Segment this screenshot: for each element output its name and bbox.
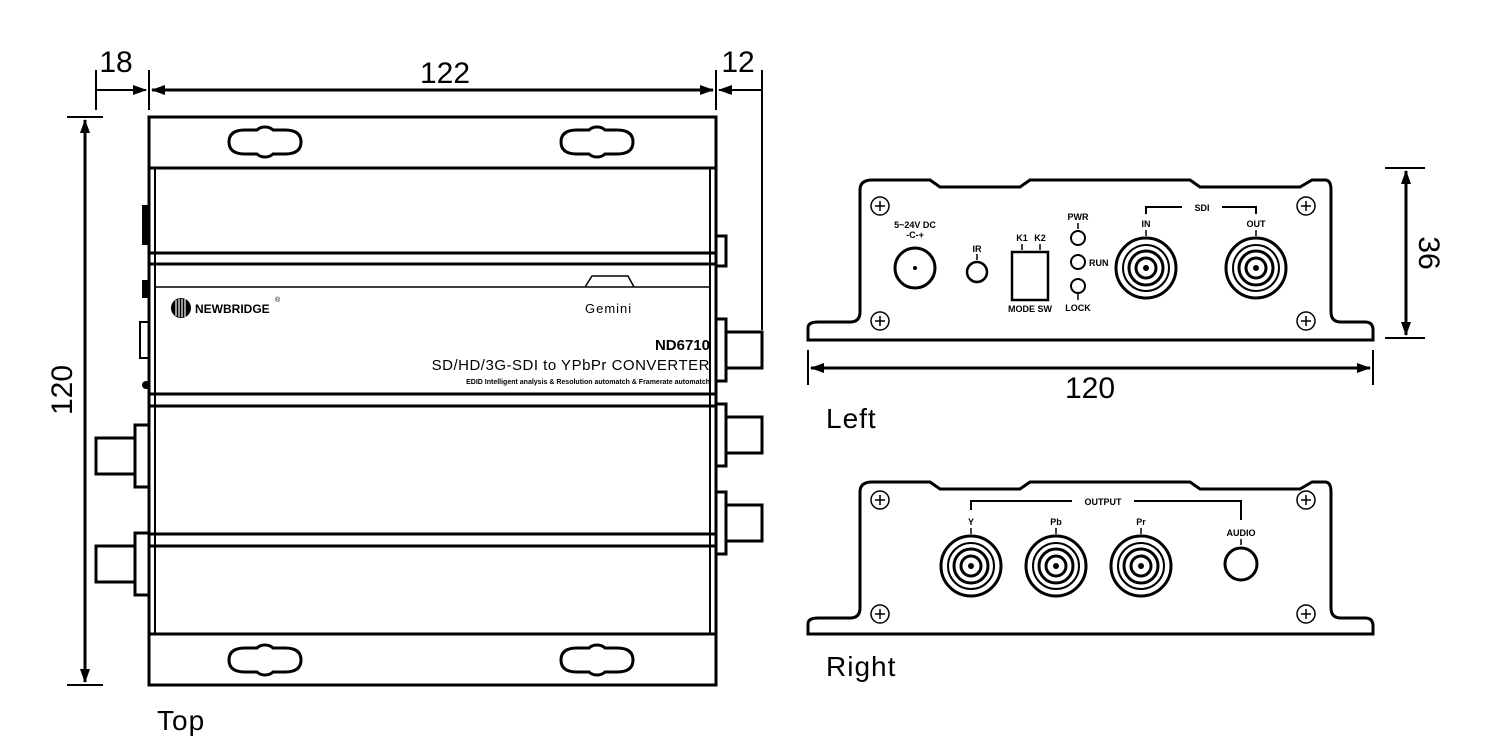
- pb-output-bnc: [1024, 534, 1088, 598]
- pr-output-label: Pr: [1136, 517, 1146, 527]
- sdi-out-bnc: [1224, 236, 1288, 300]
- view-label-top: Top: [157, 705, 205, 736]
- top-view: NEWBRIDGE ® Gemini ND6710 SD/HD/3G-SDI t…: [94, 115, 764, 687]
- series-name: Gemini: [585, 301, 632, 316]
- dim-top-right-offset: 12: [721, 46, 754, 79]
- top-mounting-slot-right: [559, 125, 635, 159]
- top-mounting-slot-left: [227, 125, 303, 159]
- k2-label: K2: [1034, 233, 1046, 243]
- audio-jack: [1223, 546, 1259, 582]
- run-led: [1070, 254, 1086, 270]
- left-panel-view: 5~24V DC -C-+ IR K1 K2 MODE SW PWR RUN L…: [806, 178, 1375, 342]
- power-label: 5~24V DC: [894, 220, 936, 230]
- newbridge-logo-icon: [171, 298, 191, 318]
- dim-top-depth: 120: [46, 365, 79, 415]
- right-panel-view: OUTPUT Y Pb Pr AUDIO: [806, 480, 1375, 636]
- dim-side-height: 36: [1412, 236, 1445, 269]
- bottom-mounting-slot-right: [559, 643, 635, 677]
- sdi-in-label: IN: [1142, 219, 1151, 229]
- bottom-mounting-slot-left: [227, 643, 303, 677]
- audio-label: AUDIO: [1227, 528, 1256, 538]
- model-number: ND6710: [655, 337, 710, 354]
- ir-sensor: [965, 260, 989, 284]
- mode-switch-label: MODE SW: [1008, 304, 1053, 314]
- view-label-left: Left: [826, 403, 877, 434]
- dim-side-width: 120: [1065, 372, 1115, 405]
- lock-led: [1070, 278, 1086, 294]
- pwr-led: [1070, 230, 1086, 246]
- dim-top-width: 122: [420, 57, 470, 90]
- output-group-label: OUTPUT: [1085, 497, 1123, 507]
- y-output-label: Y: [968, 517, 974, 527]
- mode-switch: [1010, 250, 1050, 302]
- left-view-dimensions: 36 120: [807, 167, 1445, 405]
- dim-top-left-offset: 18: [99, 46, 132, 79]
- top-view-dimensions: 122 18 12 120: [46, 46, 763, 686]
- power-polarity-icon: -C-+: [906, 230, 924, 240]
- sdi-in-bnc: [1114, 236, 1178, 300]
- power-jack: [893, 246, 937, 290]
- ir-label: IR: [973, 244, 983, 254]
- pb-output-label: Pb: [1050, 517, 1062, 527]
- pr-output-bnc: [1109, 534, 1173, 598]
- sdi-group-label: SDI: [1194, 203, 1209, 213]
- view-label-right: Right: [826, 651, 896, 682]
- pwr-led-label: PWR: [1068, 212, 1089, 222]
- product-description: SD/HD/3G-SDI to YPbPr CONVERTER: [432, 357, 710, 374]
- feature-line: EDID Intelligent analysis & Resolution a…: [466, 379, 710, 386]
- y-output-bnc: [939, 534, 1003, 598]
- sdi-out-label: OUT: [1247, 219, 1267, 229]
- brand-name: NEWBRIDGE: [195, 302, 270, 316]
- registered-mark: ®: [275, 296, 281, 304]
- lock-led-label: LOCK: [1065, 303, 1091, 313]
- run-led-label: RUN: [1089, 258, 1109, 268]
- top-mounting-plate: [147, 115, 718, 687]
- k1-label: K1: [1016, 233, 1028, 243]
